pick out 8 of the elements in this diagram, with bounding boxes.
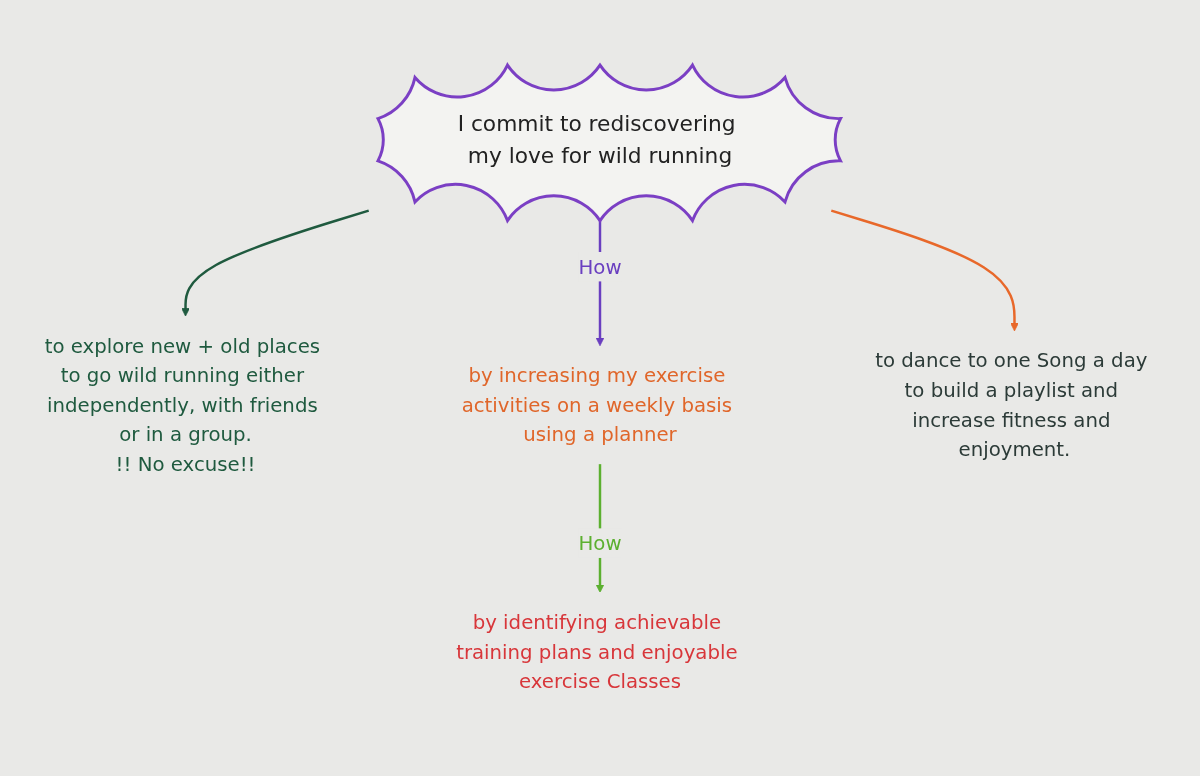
node-text: by increasing my exercise activities on a weekly basis using a planner — [461, 363, 733, 447]
arrow — [181, 209, 370, 317]
arrow — [830, 209, 1019, 332]
node-text: to dance to one Song a day to build a playlist and increase fitness and enjoyment. — [875, 348, 1148, 462]
node-text: by identifying achievable training plans and enjoyable exercise Classes — [456, 610, 738, 694]
edge-label: How — [578, 254, 622, 279]
node-text: to explore new + old places to go wild running either independently, with friends or in a group. !! No excuse!! — [44, 333, 321, 476]
edge-label: How — [578, 531, 622, 555]
